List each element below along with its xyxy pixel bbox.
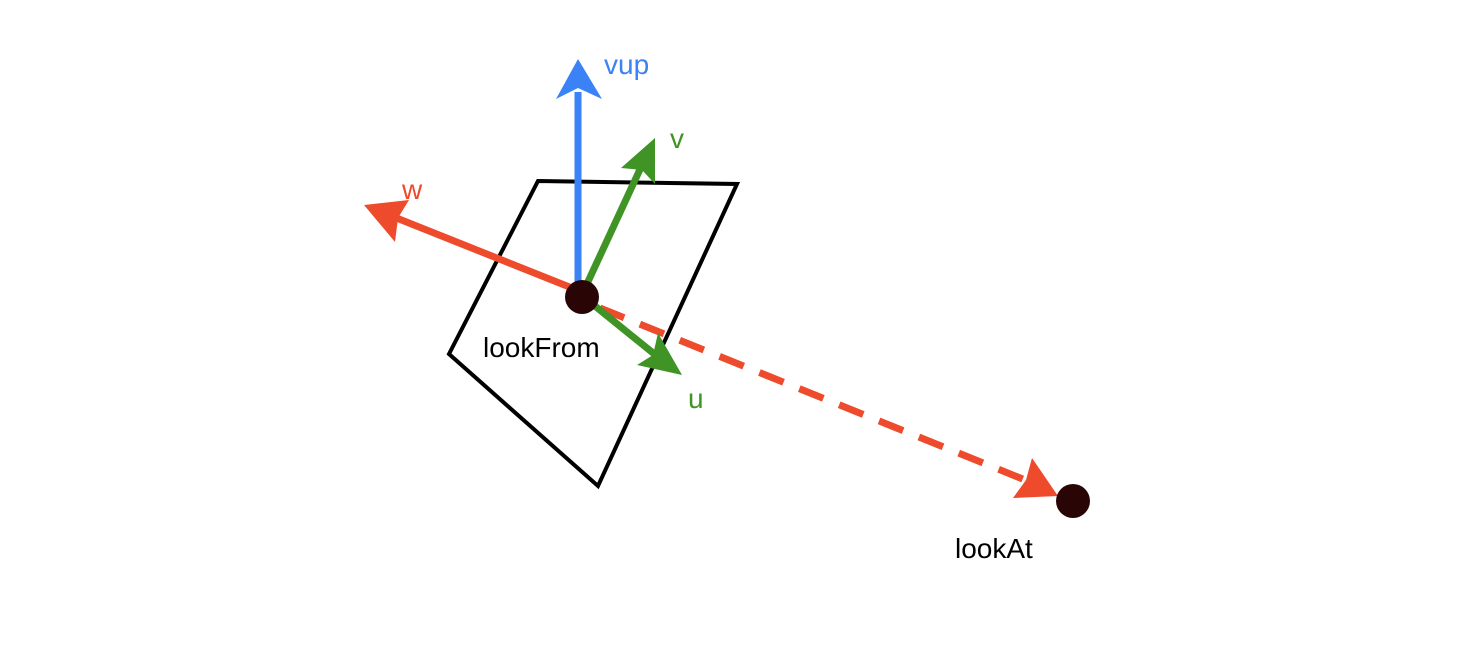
w-label: w — [401, 174, 423, 205]
w-axis-line — [392, 213, 584, 296]
image-plane — [446, 178, 741, 490]
look-at-point — [1056, 484, 1090, 518]
look-from-label: lookFrom — [483, 332, 600, 363]
view-direction-line — [598, 304, 1032, 486]
view-direction-arrowhead — [1013, 458, 1058, 498]
u-label: u — [688, 383, 704, 414]
v-label: v — [670, 123, 684, 154]
vup-axis-arrowhead — [556, 59, 602, 99]
u-axis-arrowhead — [637, 333, 682, 375]
u-axis-line — [587, 299, 661, 360]
v-axis-line — [582, 163, 646, 288]
look-at-label: lookAt — [955, 533, 1033, 564]
look-from-point — [565, 280, 599, 314]
w-axis-arrowhead — [364, 200, 409, 242]
v-axis-arrowhead — [621, 138, 655, 184]
vup-label: vup — [604, 49, 649, 80]
